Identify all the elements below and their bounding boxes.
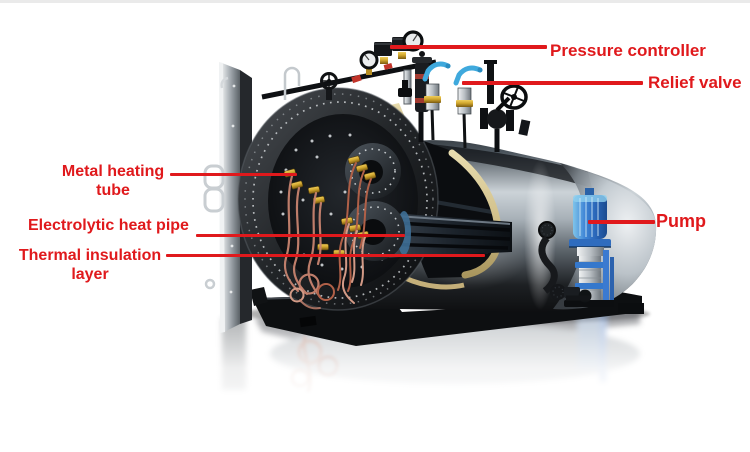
leader-pump — [588, 220, 655, 224]
label-thermal-insulation-layer-line1: Thermal insulation — [18, 247, 162, 264]
front-opening — [237, 87, 439, 311]
pressure-gauge — [359, 50, 379, 75]
tube-sheet — [268, 114, 418, 288]
level-gauge-pipe — [283, 66, 301, 100]
heating-coil-wires — [283, 162, 372, 310]
label-metal-heating-tube-line2: tube — [96, 182, 130, 199]
pump-column — [575, 256, 605, 300]
leader-relief-valve — [462, 81, 643, 85]
panel-handle — [203, 164, 225, 213]
pump-motor — [573, 195, 607, 239]
leader-thermal-insulation-layer — [166, 254, 485, 257]
manifold-pipe — [261, 59, 437, 100]
rim-perforations — [252, 101, 428, 299]
label-relief-valve: Relief valve — [648, 73, 742, 92]
leader-metal-heating-tube — [170, 173, 297, 176]
pump-assembly — [538, 188, 614, 307]
label-pump: Pump — [656, 211, 707, 231]
leader-electrolytic-heat-pipe — [196, 234, 405, 237]
label-metal-heating-tube-line1: Metal heating — [61, 163, 165, 180]
feedwater-pipe — [538, 221, 558, 294]
electrolytic-heat-pipe-bundle — [345, 201, 512, 261]
label-thermal-insulation-layer-line2: layer — [71, 266, 109, 283]
globe-valve-handwheel — [480, 84, 528, 152]
bottom-fittings — [550, 284, 592, 303]
label-pressure-controller: Pressure controller — [550, 41, 706, 60]
top-border-strip — [0, 0, 750, 3]
label-metal-heating-tube: Metal heating tube — [46, 162, 180, 200]
label-thermal-insulation-layer: Thermal insulation layer — [8, 246, 172, 284]
small-valve-handwheel — [320, 72, 338, 100]
leader-pressure-controller — [390, 45, 547, 49]
label-electrolytic-heat-pipe: Electrolytic heat pipe — [28, 217, 189, 234]
relief-valve-device — [422, 61, 451, 141]
relief-valve-device-2 — [453, 65, 483, 149]
